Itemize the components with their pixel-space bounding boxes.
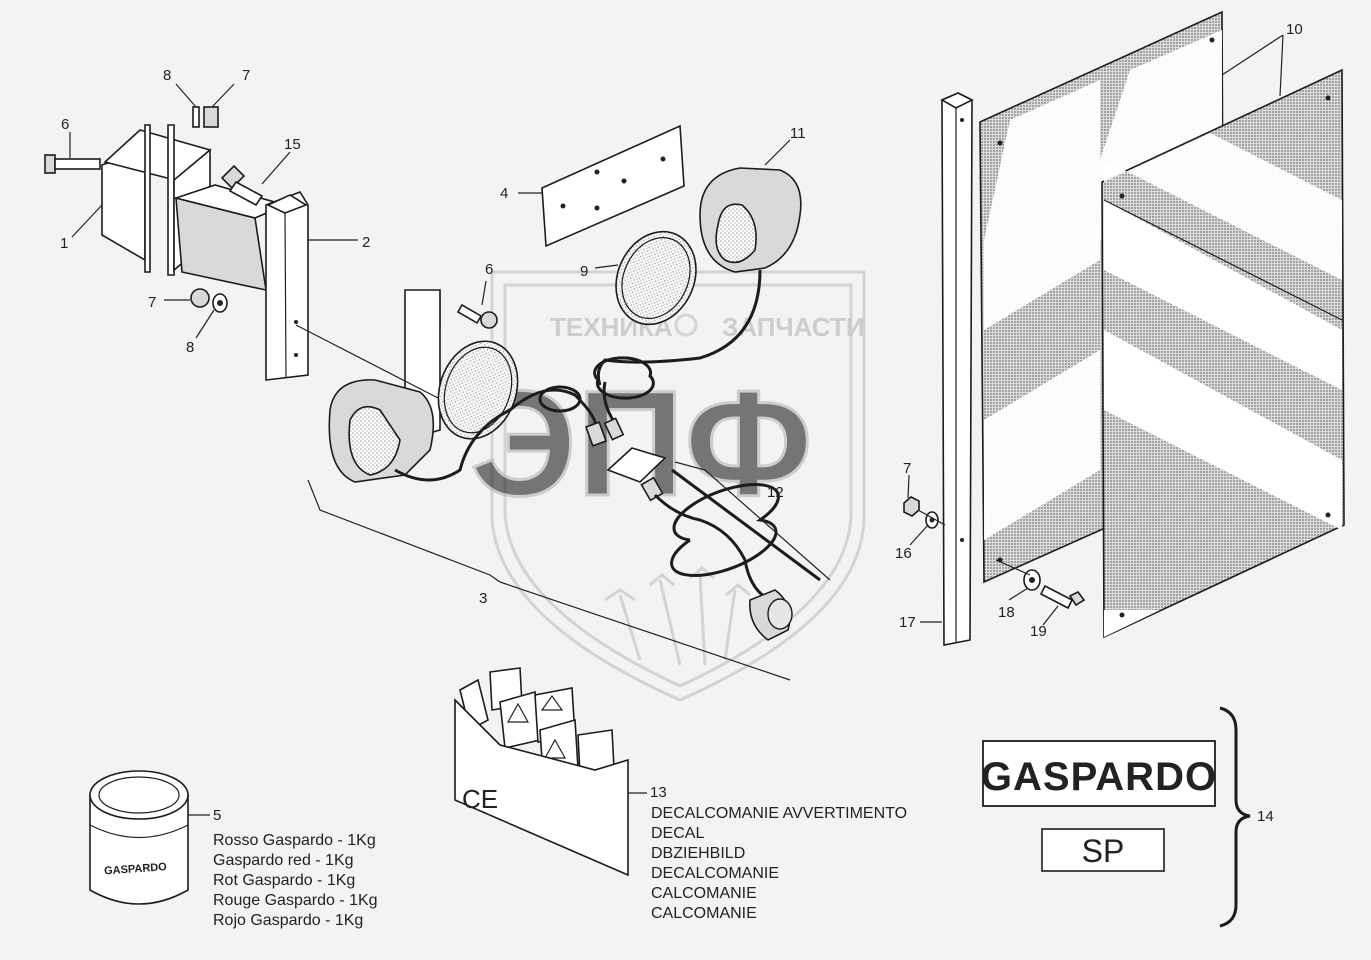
decal-line: CALCOMANIE (651, 905, 757, 922)
bracket-assembly (44, 106, 309, 381)
callout-6-middle: 6 (485, 261, 493, 278)
decal-kit: CE (454, 667, 647, 877)
callout-labels: 1 2 3 4 5 6 6 7 7 7 8 8 9 10 11 12 13 14… (60, 21, 1303, 825)
lights-assembly (295, 124, 831, 681)
callout-8-left: 8 (186, 339, 194, 356)
decal-description: DECALCOMANIE AVVERTIMENTO DECAL DBZIEHBI… (651, 805, 907, 922)
mounting-plate-4 (541, 124, 685, 248)
callout-7-left: 7 (148, 294, 156, 311)
bolt-6-left (44, 154, 101, 174)
callout-6-left: 6 (61, 116, 69, 133)
callout-8-top: 8 (163, 67, 171, 84)
ce-mark: CE (462, 784, 498, 814)
paint-line: Rojo Gaspardo - 1Kg (213, 912, 363, 929)
callout-13: 13 (650, 784, 667, 801)
paint-description: Rosso Gaspardo - 1Kg Gaspardo red - 1Kg … (213, 832, 378, 929)
callout-10: 10 (1286, 21, 1303, 38)
callout-14: 14 (1257, 808, 1274, 825)
square-post (265, 191, 309, 381)
callout-2: 2 (362, 234, 370, 251)
decal-line: DECAL (651, 825, 704, 842)
model-label-box (1041, 828, 1165, 872)
leader-lines (69, 34, 1284, 626)
decal-line: CALCOMANIE (651, 885, 757, 902)
wing-screw-15 (220, 164, 264, 207)
decal-envelope (454, 698, 629, 877)
watermark: ТЕХНИКА ЗАПЧАСТИ ЭПФ (469, 270, 866, 702)
decal-line: DBZIEHBILD (651, 845, 745, 862)
paint-can-label: GASPARDO (104, 861, 168, 877)
connector-12 (606, 447, 667, 483)
paint-line: Rouge Gaspardo - 1Kg (213, 892, 378, 909)
callout-4: 4 (500, 185, 508, 202)
gaspardo-logo-text: GASPARDO (981, 755, 1217, 799)
callout-3: 3 (479, 590, 487, 607)
callout-16: 16 (895, 545, 912, 562)
paint-line: Gaspardo red - 1Kg (213, 852, 354, 869)
decal-line: DECALCOMANIE AVVERTIMENTO (651, 805, 907, 822)
callout-19: 19 (1030, 623, 1047, 640)
callout-15: 15 (284, 136, 301, 153)
nut-7-right (903, 496, 920, 517)
callout-12: 12 (767, 484, 784, 501)
reflector-lens-left (437, 340, 519, 440)
model-label-text: SP (1082, 833, 1125, 869)
warning-boards (903, 10, 1345, 646)
callout-5: 5 (213, 807, 221, 824)
plug-left (584, 421, 608, 447)
sign-post-17 (941, 92, 973, 646)
wheat-icon (604, 566, 751, 666)
nut-7-top (203, 106, 219, 128)
brand-labels: GASPARDO SP (981, 706, 1251, 928)
callout-1: 1 (60, 235, 68, 252)
callout-17: 17 (899, 614, 916, 631)
callout-7-right: 7 (903, 460, 911, 477)
gaspardo-logo-box (982, 740, 1216, 807)
plug-right (603, 417, 625, 441)
gear-icon (674, 313, 698, 337)
bolt-19 (1039, 584, 1086, 610)
callout-9: 9 (580, 263, 588, 280)
callout-11: 11 (790, 125, 806, 142)
paint-line: Rot Gaspardo - 1Kg (213, 872, 355, 889)
nut-7-left (190, 288, 210, 308)
bolt-6-middle (456, 303, 498, 329)
callout-18: 18 (998, 604, 1015, 621)
paint-line: Rosso Gaspardo - 1Kg (213, 832, 376, 849)
paint-can: GASPARDO (89, 770, 210, 905)
reflector-lens-9 (615, 230, 697, 326)
callout-7-top: 7 (242, 67, 250, 84)
decal-line: DECALCOMANIE (651, 865, 779, 882)
washer-8-top (192, 106, 200, 128)
watermark-big-letters: ЭПФ (470, 359, 813, 527)
